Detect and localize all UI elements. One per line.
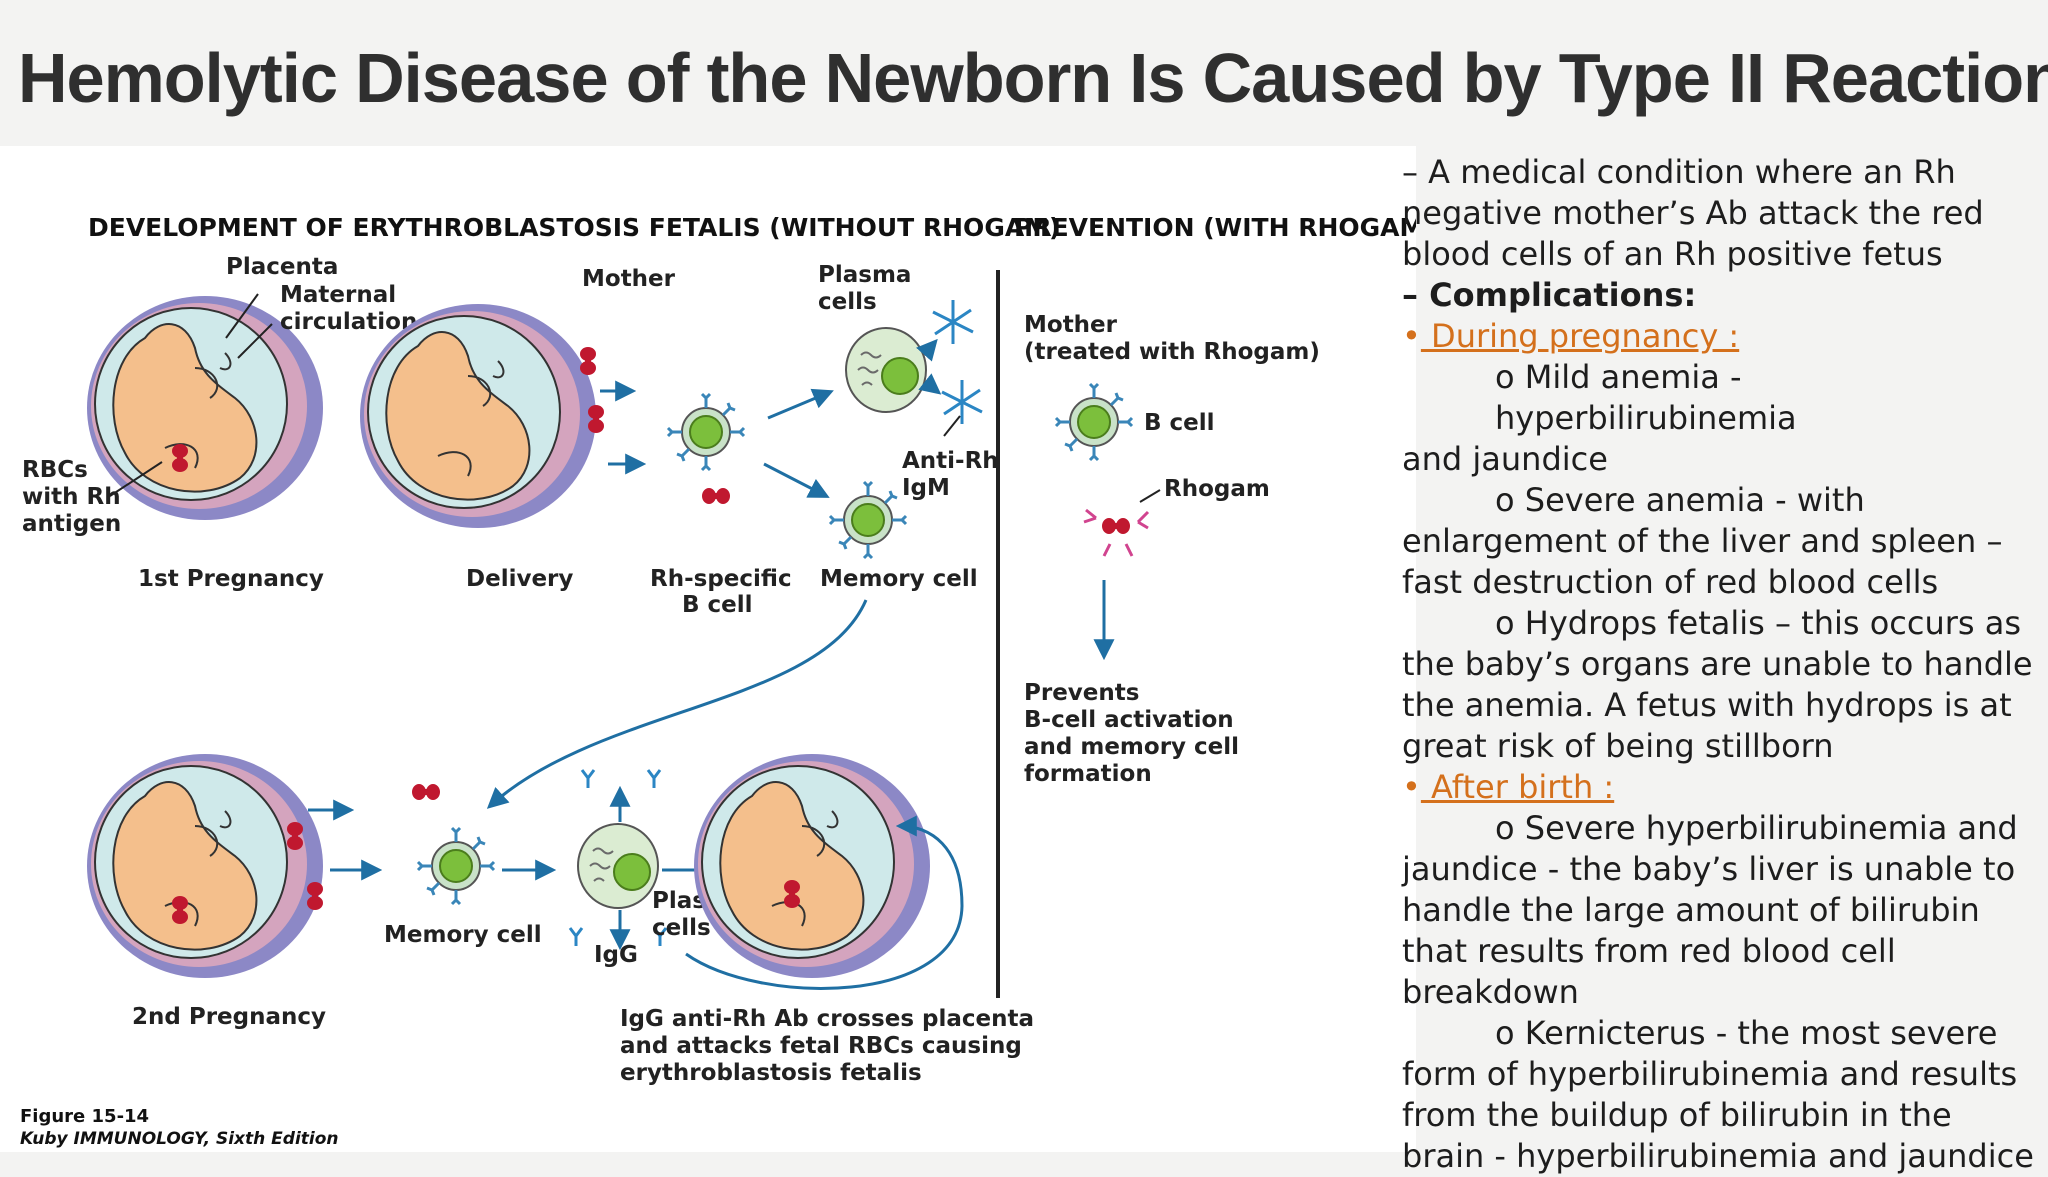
after-birth-label: After birth : bbox=[1420, 768, 1615, 806]
plasma-cell-top-icon bbox=[845, 327, 927, 413]
memory-cell-bottom-label: Memory cell bbox=[384, 922, 542, 948]
mother-label: Mother bbox=[582, 266, 676, 292]
complications-heading: – Complications: bbox=[1402, 276, 1697, 314]
figure-number: Figure 15-14 bbox=[20, 1106, 149, 1127]
during-pregnancy-label: During pregnancy : bbox=[1420, 317, 1740, 355]
free-rbc-icon bbox=[702, 488, 730, 504]
memory-cell-top-icon bbox=[828, 480, 908, 560]
mother-treated-label-1: Mother bbox=[1024, 312, 1118, 338]
igg-label: IgG bbox=[594, 942, 638, 968]
maternal-label-2: circulation bbox=[280, 309, 417, 335]
anti-rh-label-1: Anti-Rh bbox=[902, 448, 999, 474]
plasma-cell-bottom-icon bbox=[577, 823, 659, 909]
plasma-top-label-2: cells bbox=[818, 289, 877, 315]
rh-specific-bcell-icon bbox=[666, 392, 746, 472]
bullet-mark-2: • bbox=[1402, 768, 1421, 806]
rbc-label-3: antigen bbox=[22, 511, 121, 537]
second-pregnancy-illustration bbox=[86, 753, 324, 979]
item-severe-anemia: o Severe anemia - with bbox=[1495, 481, 1865, 519]
memory-cell-top-label: Memory cell bbox=[820, 566, 978, 592]
bcell-label: B cell bbox=[1144, 410, 1215, 436]
rhogam-icon bbox=[1102, 518, 1130, 534]
item-mild-anemia-cont: and jaundice bbox=[1402, 440, 1608, 478]
heading-right: PREVENTION (WITH RHOGAM) bbox=[1014, 213, 1416, 242]
placenta-label: Placenta bbox=[226, 254, 338, 280]
rhogam-antibody-icon bbox=[1083, 508, 1150, 557]
prevents-label-3: and memory cell bbox=[1024, 734, 1239, 760]
erythroblastosis-figure: DEVELOPMENT OF ERYTHROBLASTOSIS FETALIS … bbox=[0, 146, 1416, 1152]
igg-antibodies-icon bbox=[568, 769, 668, 946]
delivery-illustration bbox=[359, 303, 604, 529]
delivery-label: Delivery bbox=[466, 566, 573, 592]
rh-bcell-label-2: B cell bbox=[682, 592, 753, 618]
rbc-label-2: with Rh bbox=[22, 484, 121, 510]
bullet-during-pregnancy: • During pregnancy : bbox=[1402, 316, 2042, 357]
item-kernicterus: o Kernicterus - the most severe bbox=[1495, 1014, 1998, 1052]
prevention-bcell-icon bbox=[1054, 382, 1134, 462]
figure-svg: DEVELOPMENT OF ERYTHROBLASTOSIS FETALIS … bbox=[20, 213, 1416, 1149]
heading-left: DEVELOPMENT OF ERYTHROBLASTOSIS FETALIS … bbox=[88, 213, 1061, 242]
rh-bcell-label-1: Rh-specific bbox=[650, 566, 792, 592]
igg-caption-3: erythroblastosis fetalis bbox=[620, 1060, 922, 1086]
anti-rh-label-2: IgM bbox=[902, 475, 950, 501]
memory-cell-bottom-icon bbox=[416, 826, 496, 906]
igm-icon-2 bbox=[941, 380, 983, 424]
item-mild-anemia: o Mild anemia - hyperbilirubinemia bbox=[1495, 358, 1797, 437]
figure-source: Kuby IMMUNOLOGY, Sixth Edition bbox=[20, 1129, 339, 1149]
affected-fetus-illustration bbox=[693, 753, 931, 979]
item-hydrops: o Hydrops fetalis – this occurs as bbox=[1495, 604, 2022, 642]
igg-caption-2: and attacks fetal RBCs causing bbox=[620, 1033, 1022, 1059]
slide-title: Hemolytic Disease of the Newborn Is Caus… bbox=[18, 39, 2048, 117]
rbc-label-1: RBCs bbox=[22, 457, 88, 483]
item-hydrops-cont: the baby’s organs are unable to handle t… bbox=[1402, 645, 2033, 765]
rhogam-label: Rhogam bbox=[1164, 476, 1270, 502]
maternal-label-1: Maternal bbox=[280, 282, 396, 308]
prevents-label-2: B-cell activation bbox=[1024, 707, 1234, 733]
description-text: – A medical condition where an Rh negati… bbox=[1402, 152, 2042, 1177]
igm-icon-1 bbox=[932, 300, 974, 344]
bullet-mark-1: • bbox=[1402, 317, 1421, 355]
item-kernicterus-cont: form of hyperbilirubinemia and results f… bbox=[1402, 1055, 2034, 1175]
definition-paragraph: – A medical condition where an Rh negati… bbox=[1402, 153, 1984, 273]
antigen-rbc-icon bbox=[412, 784, 440, 800]
second-pregnancy-label: 2nd Pregnancy bbox=[132, 1004, 326, 1030]
plasma-bottom-label-2: cells bbox=[652, 915, 711, 941]
item-severe-anemia-cont: enlargement of the liver and spleen – fa… bbox=[1402, 522, 2003, 601]
prevents-label-4: formation bbox=[1024, 761, 1152, 787]
prevents-label-1: Prevents bbox=[1024, 680, 1139, 706]
mother-treated-label-2: (treated with Rhogam) bbox=[1024, 339, 1320, 365]
item-severe-hyperbilirubinemia: o Severe hyperbilirubinemia and bbox=[1495, 809, 2018, 847]
first-pregnancy-label: 1st Pregnancy bbox=[138, 566, 324, 592]
bullet-after-birth: • After birth : bbox=[1402, 767, 2042, 808]
item-severe-hyperbilirubinemia-cont: jaundice - the baby’s liver is unable to… bbox=[1402, 850, 2016, 1011]
plasma-top-label-1: Plasma bbox=[818, 262, 911, 288]
igg-caption-1: IgG anti-Rh Ab crosses placenta bbox=[620, 1006, 1034, 1032]
